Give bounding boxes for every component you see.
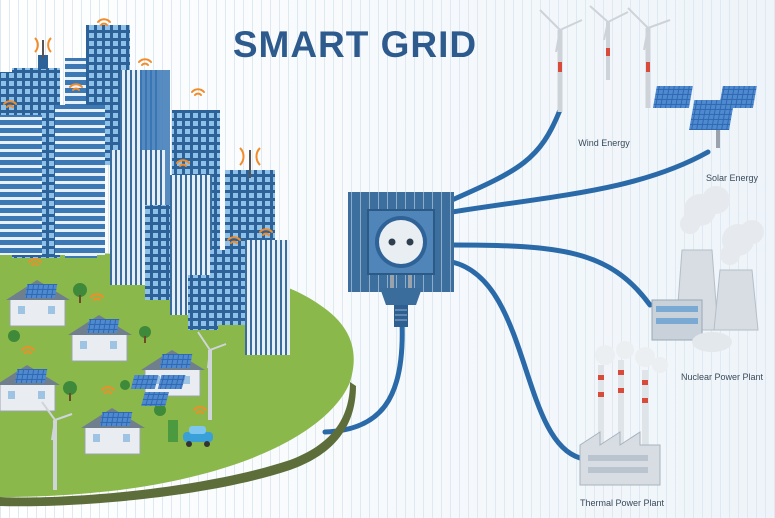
wifi-icon <box>259 228 273 236</box>
solar-panel-icon <box>652 86 757 148</box>
wifi-icons <box>3 18 273 414</box>
wifi-icon <box>90 293 104 301</box>
antenna-base <box>38 55 48 69</box>
charging-station-icon <box>168 420 178 442</box>
wifi-icon <box>21 346 35 354</box>
cable-solar <box>449 149 711 215</box>
wifi-icon <box>176 159 190 167</box>
building <box>0 115 42 255</box>
building <box>188 275 218 330</box>
house-icon <box>0 365 60 412</box>
label-wind-energy: Wind Energy <box>578 138 630 148</box>
houses <box>0 280 205 455</box>
cable-wind <box>449 107 563 203</box>
cable-thermal <box>449 259 583 461</box>
power-cables <box>322 107 711 461</box>
label-nuclear-power-plant: Nuclear Power Plant <box>681 372 764 382</box>
socket-icon <box>348 192 454 292</box>
building <box>245 240 290 355</box>
nuclear-plant-icon <box>651 186 764 352</box>
wifi-icon <box>191 88 205 96</box>
thermal-plant-icon <box>579 341 668 486</box>
label-solar-energy: Solar Energy <box>706 173 759 183</box>
wifi-icon <box>28 258 42 266</box>
wind-turbine-icon <box>539 5 671 112</box>
wifi-icon <box>101 386 115 394</box>
building <box>55 105 105 255</box>
city-wind-turbines <box>41 331 227 490</box>
electric-car-icon <box>168 420 213 447</box>
page-title: SMART GRID <box>233 24 477 65</box>
wifi-icon <box>3 100 17 108</box>
antenna-icons <box>34 37 261 178</box>
cable-nuclear <box>449 242 653 308</box>
house-icon <box>81 408 145 455</box>
wifi-icon <box>138 58 152 66</box>
label-thermal-power-plant: Thermal Power Plant <box>580 498 665 508</box>
house-icon <box>6 280 70 327</box>
city-solar-panels <box>130 375 186 406</box>
wifi-icon <box>69 83 83 91</box>
plug-icon <box>380 275 422 327</box>
wifi-icon <box>227 236 241 244</box>
house-icon <box>68 315 132 362</box>
trees <box>8 283 166 416</box>
smart-city <box>0 18 356 507</box>
ground-edge <box>0 382 356 507</box>
wifi-icon <box>97 18 111 26</box>
wifi-icon <box>193 406 207 414</box>
